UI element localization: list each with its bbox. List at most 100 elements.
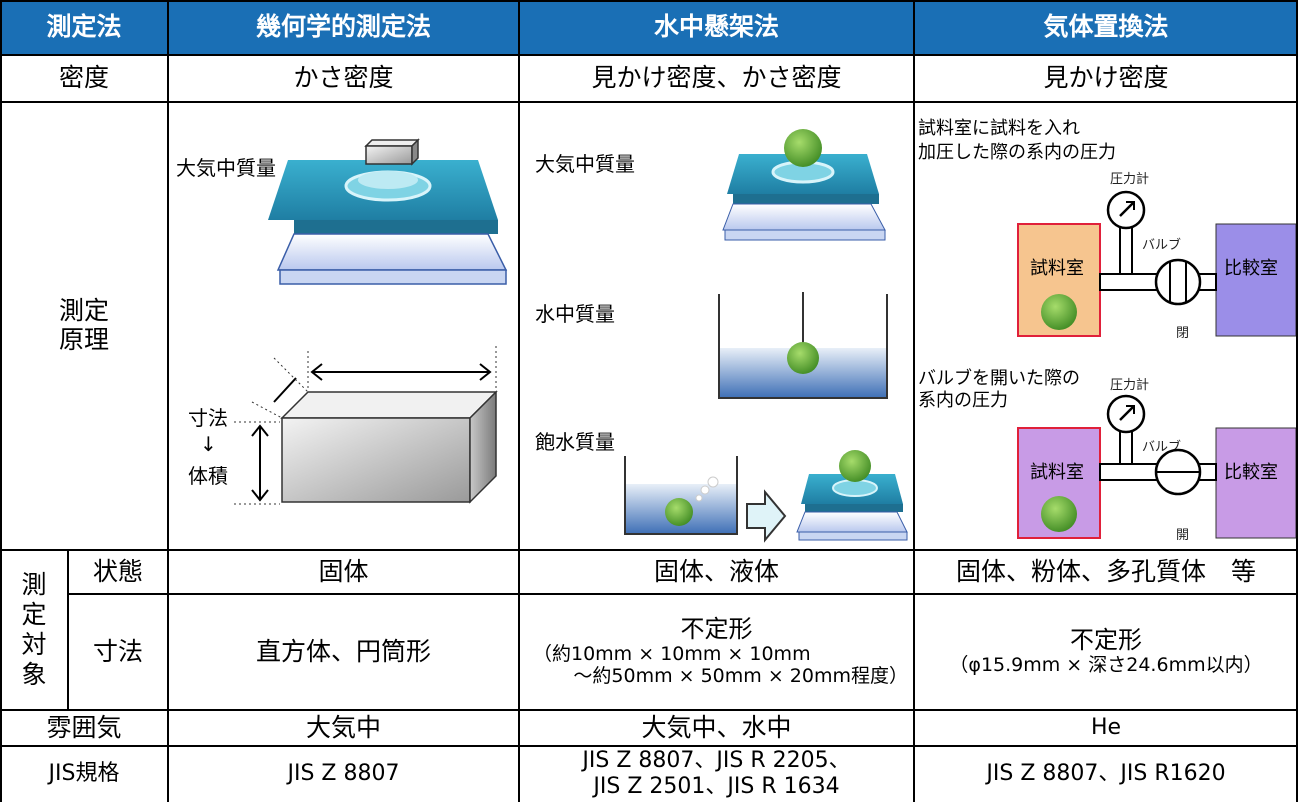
state-gas: 固体、粉体、多孔質体 等: [955, 556, 1256, 586]
state-underwater: 固体、液体: [653, 556, 779, 586]
atmosphere-gas: He: [1090, 715, 1122, 741]
grid-v-target: [67, 550, 69, 710]
atmosphere-label: 雰囲気: [46, 712, 122, 742]
uw-bubble1: [695, 494, 703, 502]
header-gas: 気体置換法: [914, 0, 1298, 54]
gas-gauge-stem-1: [1119, 225, 1133, 275]
target-char-1: 測: [21, 570, 47, 599]
gas-compare-chamber-1: [1215, 223, 1297, 337]
gas-desc2-line1: バルブを開いた際の: [918, 368, 1080, 389]
gas-compare-chamber-1-label: 比較室: [1224, 258, 1278, 279]
header-gas-text: 気体置換法: [1043, 11, 1169, 41]
geo-width-arrowhead-r: [479, 363, 492, 381]
header-underwater-text: 水中懸架法: [653, 11, 779, 41]
geo-height-arrowhead-t: [251, 424, 269, 437]
grid-h2: [0, 101, 1298, 103]
jis-underwater-line2: JIS Z 2501、JIS R 1634: [593, 774, 840, 799]
gas-gauge-needle-head-2: [1126, 405, 1135, 414]
geo-small-block-top: [364, 139, 420, 147]
atmosphere-geometric: 大気中: [305, 712, 381, 742]
underwater-illustrations: [624, 129, 908, 543]
uw-balance1-base: [722, 203, 886, 231]
gas-sample-chamber-2-label: 試料室: [1030, 462, 1084, 483]
jis-label: JIS規格: [48, 761, 120, 787]
uw-ball2: [787, 342, 819, 374]
size-underwater-line3: ～約50mm × 50mm × 20mm程度）: [573, 664, 908, 687]
uw-beaker1: [718, 294, 888, 399]
header-method-text: 測定法: [46, 11, 122, 41]
size-gas-line2: （φ15.9mm × 深さ24.6mm以内）: [949, 653, 1263, 676]
header-geometric-text: 幾何学的測定法: [255, 11, 431, 41]
header-method: 測定法: [0, 0, 168, 54]
target-char-2: 定: [21, 600, 47, 629]
gas-valve1-label: バルブ: [1142, 238, 1182, 253]
geo-box-side: [469, 390, 497, 504]
underwater-diagram: 大気中質量 水中質量 飽水質量: [519, 102, 914, 550]
uw-balance1-base-front: [724, 229, 886, 241]
jis-underwater: JIS Z 8807、JIS R 2205、 JIS Z 2501、JIS R …: [519, 746, 914, 802]
gas-open-label: 開: [1176, 528, 1190, 543]
principle-label: 測定 原理: [0, 102, 168, 550]
gas-desc1-line1: 試料室に試料を入れ: [918, 118, 1080, 139]
uw-saturated-mass-label: 飽水質量: [535, 430, 615, 454]
atmosphere-underwater: 大気中、水中: [641, 712, 792, 742]
size-label: 寸法: [92, 636, 143, 666]
target-char-3: 対: [21, 630, 47, 659]
gas-gauge-needle-2: [1119, 405, 1135, 421]
grid-v3: [913, 0, 915, 802]
gas-gauge2-label: 圧力計: [1110, 378, 1150, 393]
uw-balance2-front: [805, 504, 903, 512]
grid-h1: [0, 54, 1298, 56]
geo-dimension-label: 寸法: [188, 406, 228, 430]
geo-box-front: [281, 417, 471, 503]
gas-closed-label: 閉: [1176, 326, 1190, 341]
uw-balance1-front: [733, 194, 879, 204]
jis-underwater-line1: JIS Z 8807、JIS R 2205、: [582, 747, 851, 773]
geo-volume-label: 体積: [188, 464, 228, 488]
grid-left: [0, 0, 2, 802]
geo-balance-front: [294, 220, 498, 234]
density-label: 密度: [58, 62, 109, 92]
uw-transition-arrow: [746, 489, 787, 543]
grid-v1: [167, 0, 169, 802]
gas-sample-1: [1041, 294, 1077, 330]
gas-valve-1: [1154, 258, 1202, 306]
geo-balance-base: [276, 233, 508, 271]
gas-desc1-line2: 加圧した際の系内の圧力: [918, 142, 1116, 163]
jis-geometric: JIS Z 8807: [287, 761, 400, 787]
geo-small-block: [365, 145, 413, 165]
gas-sample-chamber-1-label: 試料室: [1030, 258, 1084, 279]
principle-label-line2: 原理: [58, 325, 109, 354]
uw-bubble3: [707, 476, 719, 488]
geo-height-arrowhead-b: [251, 489, 269, 502]
uw-ball1: [784, 129, 822, 167]
header-geometric: 幾何学的測定法: [168, 0, 519, 54]
density-gas: 見かけ密度: [1043, 62, 1169, 92]
uw-ball4: [839, 450, 871, 482]
geometric-balance-and-block: [234, 138, 508, 505]
geo-balance-pan-inner: [358, 171, 418, 189]
jis-gas: JIS Z 8807、JIS R1620: [986, 761, 1226, 787]
uw-ball3: [665, 498, 693, 526]
uw-balance2-base: [796, 511, 908, 533]
grid-v2: [518, 0, 520, 802]
grid-h3: [0, 549, 1298, 551]
grid-top: [0, 0, 1298, 2]
uw-balance2-base-front: [798, 531, 908, 541]
grid-h4: [68, 593, 1298, 595]
target-label: 測 定 対 象: [0, 550, 68, 710]
gas-diagram: 試料室に試料を入れ 加圧した際の系内の圧力 圧力計 バルブ 閉 バルブを開いた際…: [914, 102, 1298, 550]
geo-box-top: [280, 391, 498, 419]
geo-dim-guide-3: [251, 401, 283, 419]
gas-gauge-stem-2: [1119, 427, 1133, 465]
size-gas-line1: 不定形: [1070, 626, 1142, 655]
density-underwater: 見かけ密度、かさ密度: [591, 62, 842, 92]
uw-mass-in-air-label: 大気中質量: [535, 152, 635, 176]
geo-depth-arrow: [273, 377, 297, 403]
uw-balance2-pan: [832, 479, 878, 497]
size-underwater-line1: 不定形: [680, 615, 753, 644]
size-gas: 不定形 （φ15.9mm × 深さ24.6mm以内）: [914, 594, 1298, 710]
geo-width-arrowhead-l: [310, 363, 323, 381]
gas-sample-2: [1041, 496, 1077, 532]
